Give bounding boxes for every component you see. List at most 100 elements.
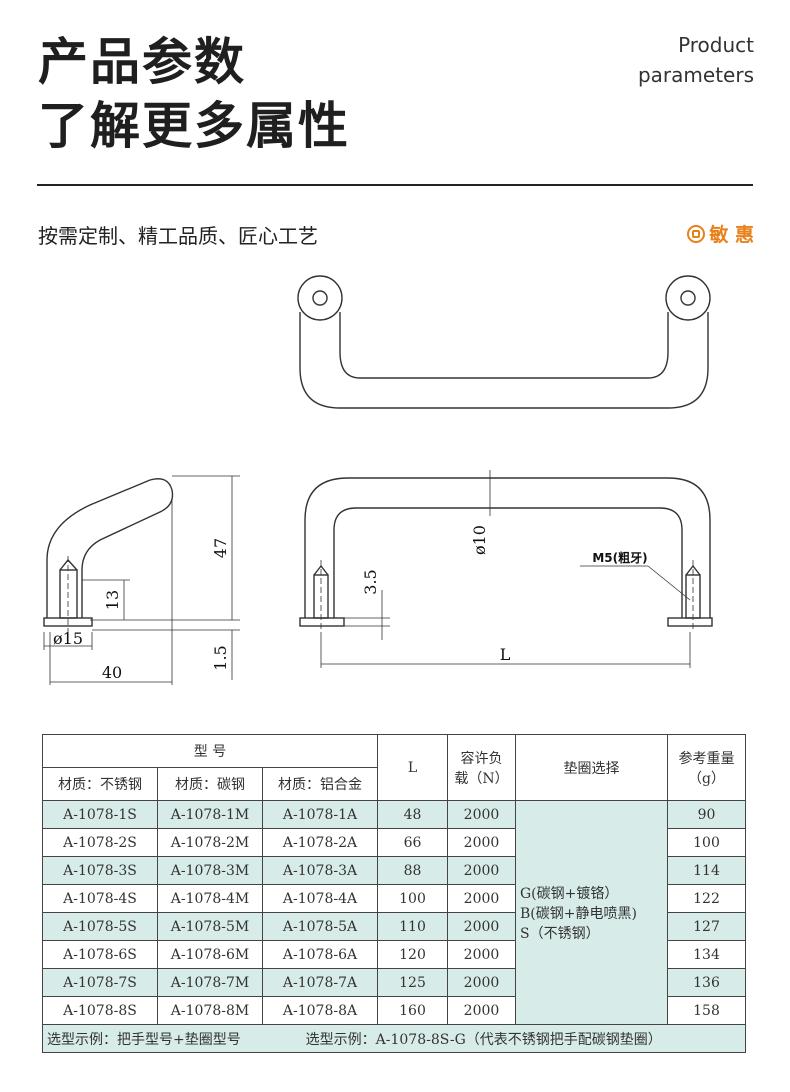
footer-cell: 选型示例：把手型号+垫圈型号 选型示例：A-1078-8S-G（代表不锈钢把手配…	[42, 1024, 746, 1053]
model-cs: A-1078-8M	[157, 996, 263, 1025]
page-title: 产品参数 了解更多属性	[38, 30, 350, 158]
length: 66	[377, 828, 448, 857]
material-al-header: 材质：铝合金	[262, 767, 378, 801]
model-al: A-1078-3A	[262, 856, 378, 885]
thread-label: M5(粗牙)	[592, 550, 647, 565]
model-ss: A-1078-8S	[42, 996, 158, 1025]
col-weight-header: 参考重量 （g）	[667, 734, 746, 801]
table-row: A-1078-1S A-1078-1M A-1078-1A 48 2000 G(…	[42, 800, 746, 1025]
table-row: A-1078-6S A-1078-6M A-1078-6A 120 2000 1…	[42, 940, 746, 969]
weight: 100	[667, 828, 746, 857]
model-al: A-1078-8A	[262, 996, 378, 1025]
weight: 122	[667, 884, 746, 913]
model-ss: A-1078-3S	[42, 856, 158, 885]
title-line-2: 了解更多属性	[38, 97, 350, 155]
length: 100	[377, 884, 448, 913]
table-row: A-1078-8S A-1078-8M A-1078-8A 160 2000 1…	[42, 996, 746, 1025]
washer-option-b: B(碳钢+静电喷黑)	[520, 905, 637, 922]
col-load-header: 容许负 载（N）	[447, 734, 516, 801]
dim-1-5: 1.5	[211, 645, 230, 670]
model-al: A-1078-5A	[262, 912, 378, 941]
model-ss: A-1078-1S	[42, 800, 158, 829]
load: 2000	[447, 968, 516, 997]
title-line-1: 产品参数	[38, 33, 246, 91]
top-view-handle	[297, 275, 711, 409]
model-ss: A-1078-7S	[42, 968, 158, 997]
col-weight-header-line-2: （g）	[688, 770, 725, 787]
col-weight-header-line-1: 参考重量	[678, 750, 735, 767]
slogan: 按需定制、精工品质、匠心工艺	[38, 224, 318, 248]
model-cs: A-1078-1M	[157, 800, 263, 829]
model-cs: A-1078-6M	[157, 940, 263, 969]
model-al: A-1078-4A	[262, 884, 378, 913]
washer-option-s: S（不锈钢）	[520, 925, 600, 942]
table-footer: 选型示例：把手型号+垫圈型号 选型示例：A-1078-8S-G（代表不锈钢把手配…	[42, 1024, 746, 1053]
load: 2000	[447, 996, 516, 1025]
load: 2000	[447, 800, 516, 829]
footer-right: 选型示例：A-1078-8S-G（代表不锈钢把手配碳钢垫圈）	[305, 1031, 662, 1048]
load: 2000	[447, 884, 516, 913]
col-L-header: L	[377, 734, 448, 801]
col-load-header-line-2: 载（N）	[454, 770, 509, 787]
weight: 134	[667, 940, 746, 969]
load: 2000	[447, 912, 516, 941]
weight: 158	[667, 996, 746, 1025]
load: 2000	[447, 940, 516, 969]
washer-option-g: G(碳钢+镀铬）	[520, 885, 619, 902]
front-view-dimensions	[320, 470, 691, 668]
weight: 90	[667, 800, 746, 829]
model-al: A-1078-2A	[262, 828, 378, 857]
dim-L: L	[500, 645, 511, 664]
col-washer-header: 垫圈选择	[515, 734, 668, 801]
side-view-handle	[43, 478, 174, 632]
material-ss-header: 材质：不锈钢	[42, 767, 158, 801]
english-title: Product parameters	[638, 30, 754, 90]
spec-table: 型 号 L 容许负 载（N） 垫圈选择 参考重量 （g） 材质：不锈钢 材质：碳…	[42, 734, 746, 1053]
dim-10: ø10	[470, 525, 489, 555]
header-divider	[37, 184, 753, 186]
model-cs: A-1078-4M	[157, 884, 263, 913]
length: 120	[377, 940, 448, 969]
side-view-dimensions	[43, 475, 240, 685]
table-row: A-1078-2S A-1078-2M A-1078-2A 66 2000 10…	[42, 828, 746, 857]
model-al: A-1078-6A	[262, 940, 378, 969]
table-row: A-1078-5S A-1078-5M A-1078-5A 110 2000 1…	[42, 912, 746, 941]
english-title-line-2: parameters	[637, 63, 754, 87]
model-al: A-1078-1A	[262, 800, 378, 829]
brand-logo: 敏 惠	[687, 220, 754, 247]
front-view-handle	[299, 477, 713, 632]
brand-name: 敏 惠	[709, 224, 754, 246]
model-cs: A-1078-2M	[157, 828, 263, 857]
dim-40: 40	[102, 663, 122, 682]
model-cs: A-1078-5M	[157, 912, 263, 941]
model-cs: A-1078-7M	[157, 968, 263, 997]
length: 110	[377, 912, 448, 941]
load: 2000	[447, 828, 516, 857]
dim-3-5: 3.5	[361, 569, 380, 594]
load: 2000	[447, 856, 516, 885]
length: 48	[377, 800, 448, 829]
length: 160	[377, 996, 448, 1025]
col-load-header-line-1: 容许负	[460, 750, 503, 767]
dim-15: ø15	[53, 629, 83, 648]
length: 88	[377, 856, 448, 885]
model-cs: A-1078-3M	[157, 856, 263, 885]
model-ss: A-1078-2S	[42, 828, 158, 857]
material-cs-header: 材质：碳钢	[157, 767, 263, 801]
weight: 136	[667, 968, 746, 997]
dim-47: 47	[211, 538, 230, 558]
weight: 114	[667, 856, 746, 885]
length: 125	[377, 968, 448, 997]
brand-icon	[687, 224, 706, 243]
technical-drawing: 47 13 ø15 40 1.5 ø10 3.5 L M5(粗牙)	[43, 275, 713, 685]
english-title-line-1: Product	[678, 33, 754, 57]
model-ss: A-1078-4S	[42, 884, 158, 913]
table-row: A-1078-4S A-1078-4M A-1078-4A 100 2000 1…	[42, 884, 746, 913]
model-al: A-1078-7A	[262, 968, 378, 997]
weight: 127	[667, 912, 746, 941]
dim-13: 13	[103, 590, 122, 610]
model-header: 型 号	[42, 734, 378, 768]
washer-options: G(碳钢+镀铬） B(碳钢+静电喷黑) S（不锈钢）	[515, 800, 668, 1025]
model-ss: A-1078-5S	[42, 912, 158, 941]
model-ss: A-1078-6S	[42, 940, 158, 969]
